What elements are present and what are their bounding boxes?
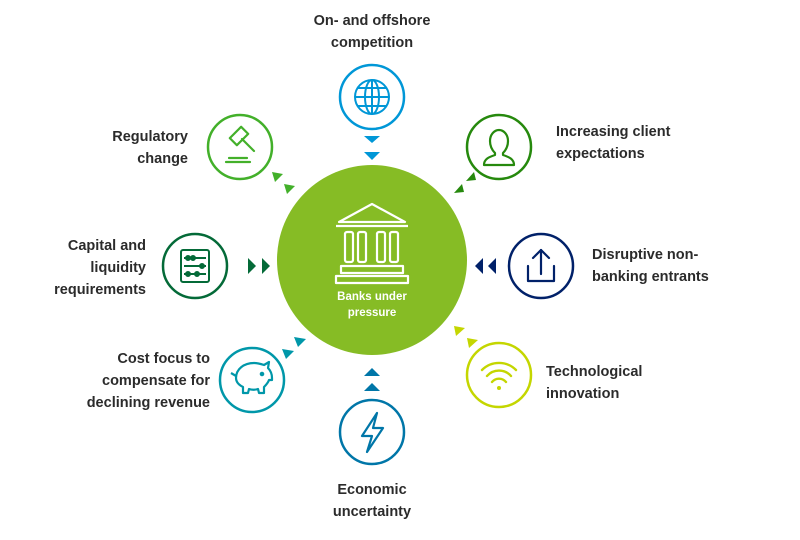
bank-building-icon bbox=[334, 202, 410, 285]
label-economic: Economic uncertainty bbox=[332, 482, 412, 520]
label-client: Increasing client expectations bbox=[556, 124, 671, 162]
arrow-disruptive bbox=[475, 258, 496, 274]
person-icon bbox=[482, 128, 516, 167]
factor-capital bbox=[161, 232, 270, 300]
gavel-icon bbox=[224, 125, 256, 164]
factor-economic bbox=[338, 368, 406, 466]
wifi-icon bbox=[480, 361, 518, 390]
factor-client bbox=[454, 113, 533, 193]
label-capital: Capital and liquidity requirements bbox=[54, 238, 146, 298]
factor-competition bbox=[338, 63, 406, 160]
arrow-capital bbox=[248, 258, 270, 274]
center-label-line: Banks under bbox=[337, 291, 407, 303]
abacus-icon bbox=[180, 249, 210, 283]
label-technology: Technological innovation bbox=[546, 364, 643, 402]
label-competition: On- and offshore competition bbox=[313, 13, 431, 51]
label-cost: Cost focus to compensate for declining r… bbox=[86, 351, 210, 411]
center-node: Banks under pressure bbox=[277, 165, 467, 355]
upload-icon bbox=[526, 248, 556, 283]
arrow-regulatory bbox=[272, 172, 295, 194]
factor-technology bbox=[454, 326, 533, 409]
arrow-economic bbox=[364, 368, 380, 391]
lightning-icon bbox=[360, 411, 385, 454]
center-label: Banks under pressure bbox=[337, 291, 407, 319]
factor-regulatory bbox=[206, 113, 295, 194]
arrow-technology bbox=[454, 326, 478, 348]
center-label-line: pressure bbox=[348, 307, 397, 319]
piggy-bank-icon bbox=[230, 360, 274, 395]
factor-disruptive bbox=[475, 232, 575, 300]
label-regulatory: Regulatory change bbox=[112, 129, 188, 167]
globe-icon bbox=[354, 79, 390, 115]
arrow-cost bbox=[282, 337, 306, 359]
factor-cost bbox=[218, 337, 306, 414]
label-disruptive: Disruptive non- banking entrants bbox=[592, 247, 709, 285]
arrow-client bbox=[454, 172, 476, 193]
center-circle bbox=[277, 165, 467, 355]
arrow-competition bbox=[364, 136, 380, 160]
